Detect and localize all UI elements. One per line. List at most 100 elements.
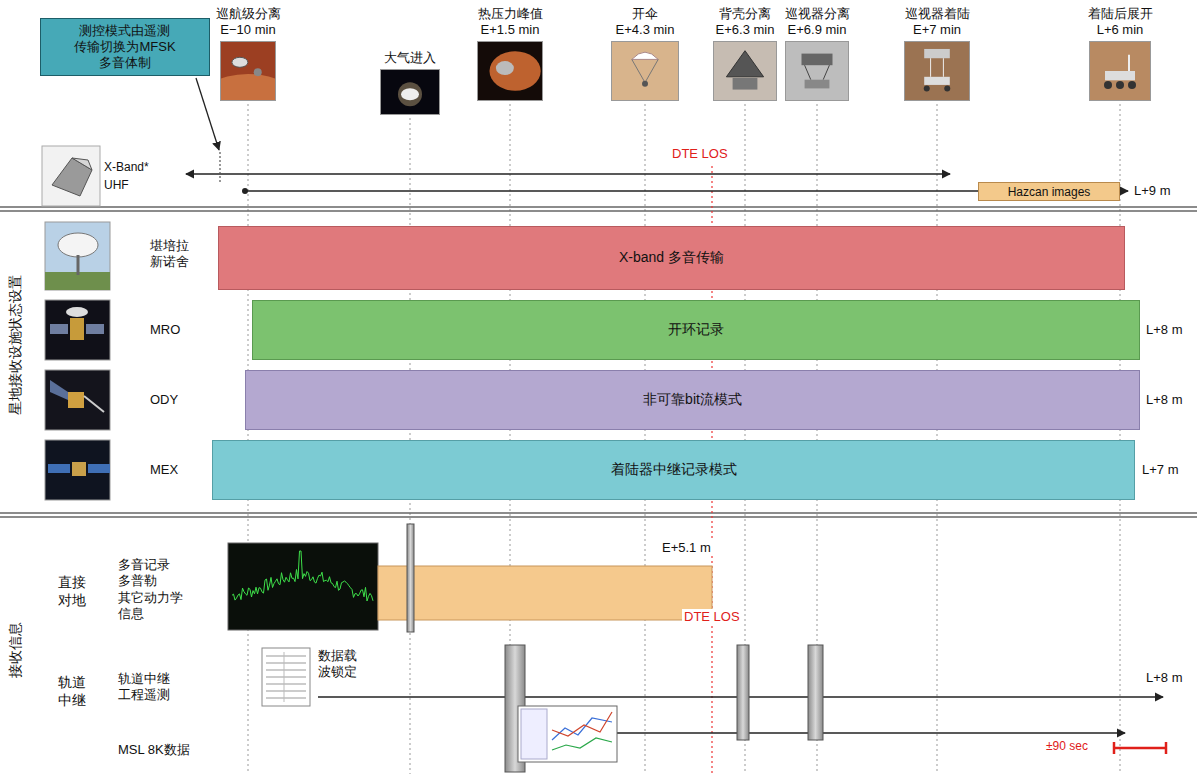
drawing-part	[1104, 81, 1112, 89]
band-name: UHF	[104, 178, 129, 193]
drawing-part	[0, 516, 1197, 518]
drawing-part	[266, 684, 306, 685]
drawing-part	[552, 718, 612, 740]
drawing-part	[50, 324, 68, 334]
drawing-part	[381, 70, 439, 114]
orbiter-name: ODY	[150, 392, 178, 408]
drawing-part	[478, 42, 542, 100]
drawing-part	[266, 698, 306, 699]
event-guide-line	[937, 104, 938, 774]
drawing-part	[42, 146, 100, 206]
event-name: 热压力峰值	[477, 6, 543, 22]
event-illustration	[714, 42, 776, 100]
event-guide-line	[248, 104, 249, 774]
row-content: 轨道中继 工程遥测	[118, 671, 170, 704]
drawing-part	[924, 49, 950, 58]
event-name: 巡视器着陆	[904, 6, 970, 22]
row-title: 轨道 中继	[58, 674, 86, 709]
drawing-part	[1090, 42, 1150, 100]
section-title: 接收信息	[7, 622, 25, 678]
section-title: 星地接收设施状态设置	[7, 275, 25, 415]
drawing-part	[70, 318, 84, 340]
drawing-part	[645, 59, 658, 82]
mro-image	[45, 300, 110, 360]
event-guide-line	[1120, 104, 1121, 774]
event-picture	[477, 41, 543, 101]
time-label: L+8 m	[1146, 670, 1183, 686]
drawing-part	[552, 712, 612, 736]
backshell-marker	[737, 645, 749, 740]
image-bar: Hazcan images	[978, 182, 1120, 201]
event-illustration	[381, 70, 439, 114]
drawing-part	[398, 82, 422, 106]
row-content: MSL 8K数据	[118, 742, 190, 758]
event-picture	[904, 41, 970, 101]
orbiter-name: MRO	[150, 322, 180, 338]
drawing-part	[84, 396, 104, 412]
event-panel: 巡航级分离E−10 min	[216, 6, 281, 101]
event-name: 开伞	[611, 6, 679, 22]
drawing-part	[802, 54, 833, 66]
drawing-part	[521, 709, 547, 759]
drawing-part	[77, 255, 80, 275]
event-illustration	[786, 42, 848, 100]
time-label: L+8 m	[1146, 322, 1183, 338]
drawing-part	[944, 85, 950, 91]
event-guide-line	[645, 104, 646, 774]
drawing-part	[266, 677, 306, 678]
drawing-part	[805, 65, 811, 80]
drawing-part	[786, 42, 848, 100]
status-band: 开环记录	[252, 300, 1140, 360]
row-content: 多音记录 多普勒 其它动力学 信息	[118, 557, 183, 622]
drawing-part	[632, 52, 658, 59]
drawing-part	[905, 42, 969, 100]
drawing-part	[823, 65, 829, 80]
rover-sep-marker	[808, 645, 823, 740]
band-text: Hazcan images	[1008, 185, 1091, 199]
drawing-part	[612, 42, 678, 100]
event-illustration	[905, 42, 969, 100]
drawing-part	[45, 370, 110, 430]
callout-box: 测控模式由遥测 传输切换为MFSK 多音体制	[40, 18, 210, 76]
event-panel: 大气进入	[380, 50, 440, 115]
event-illustration	[221, 42, 275, 100]
xband-arrow	[186, 173, 950, 174]
drawing-part	[632, 59, 645, 82]
drawing-part	[72, 158, 92, 170]
event-panel: 热压力峰值E+1.5 min	[477, 6, 543, 101]
time-label: L+8 m	[1146, 392, 1183, 408]
status-band: 非可靠bit流模式	[245, 370, 1140, 430]
table-image	[262, 648, 310, 706]
event-time: E+6.9 min	[785, 22, 850, 38]
drawing-part	[930, 58, 931, 77]
drawing-part	[1128, 55, 1130, 71]
event-name: 巡视器分离	[785, 6, 850, 22]
odyssey-image	[45, 370, 110, 430]
drawing-part	[284, 652, 285, 702]
event-picture	[380, 69, 440, 115]
status-band: 着陆器中继记录模式	[212, 440, 1135, 500]
note-label: 数据载 波锁定	[318, 648, 357, 681]
drawing-part	[58, 233, 98, 257]
drawing-part	[1113, 742, 1116, 754]
event-panel: 巡视器着陆E+7 min	[904, 6, 970, 101]
event-name: 着陆后展开	[1088, 6, 1153, 22]
event-picture	[713, 41, 777, 101]
drawing-part	[50, 380, 68, 400]
drawing-part	[0, 210, 1197, 212]
mex-image	[45, 440, 110, 500]
event-time: E+4.3 min	[611, 22, 679, 38]
row-title: 直接 对地	[58, 574, 86, 609]
separators	[0, 207, 1197, 517]
drawing-part	[0, 206, 1197, 208]
event-time: E+7 min	[904, 22, 970, 38]
dte-bar	[378, 566, 712, 620]
drawing-part	[490, 51, 541, 90]
drawing-part	[726, 51, 763, 77]
drawing-part	[401, 88, 419, 100]
antenna-image	[45, 222, 110, 290]
drawing-part	[254, 68, 262, 76]
event-name: 大气进入	[380, 50, 440, 66]
event-time: E−10 min	[216, 22, 281, 38]
drawing-part	[88, 464, 110, 473]
